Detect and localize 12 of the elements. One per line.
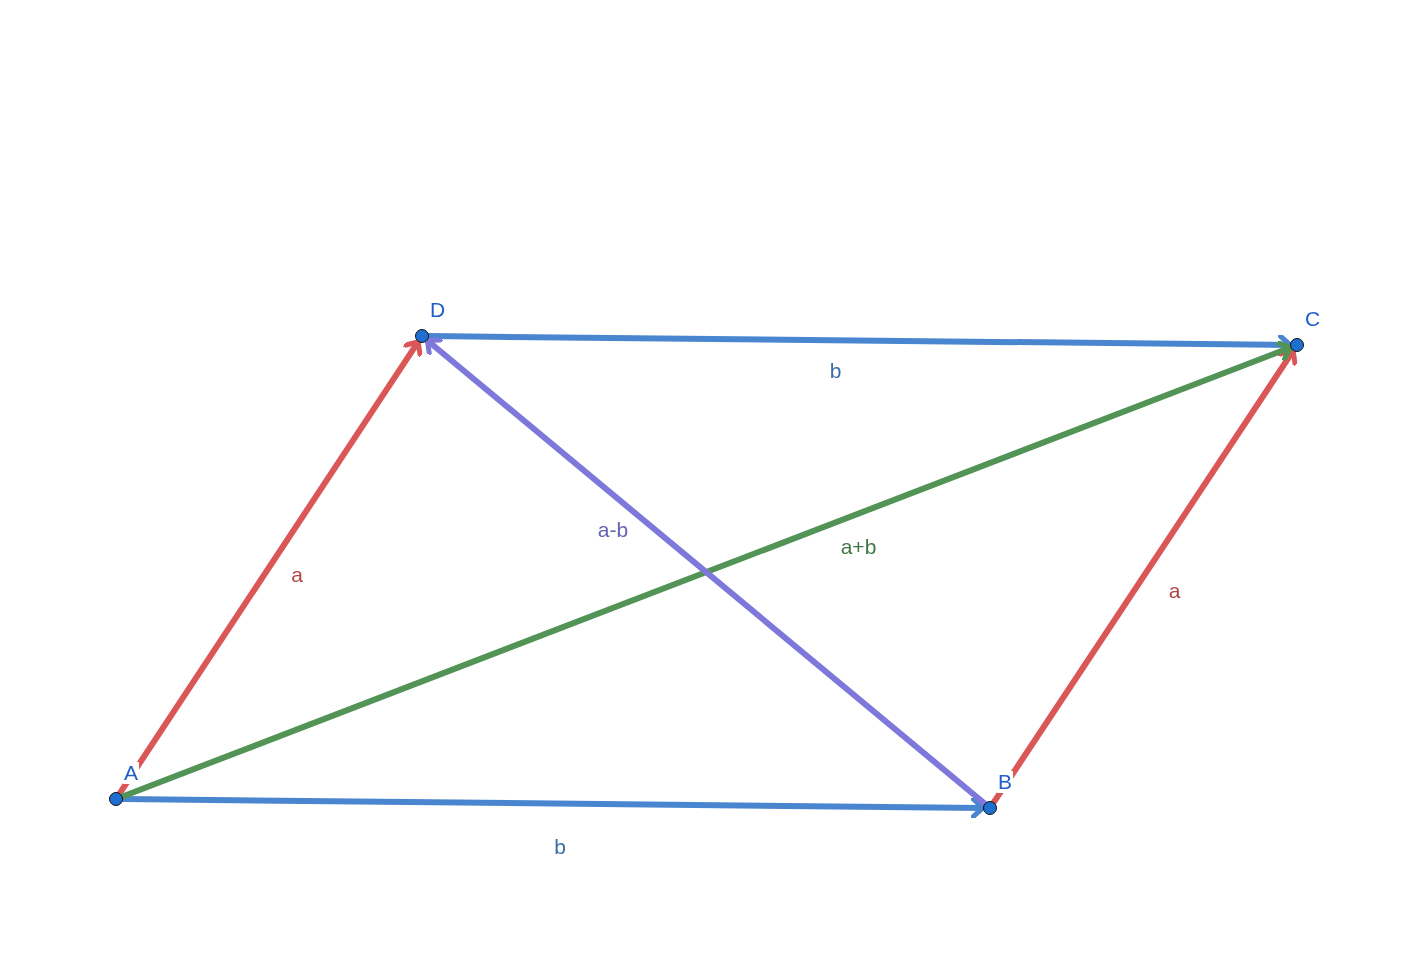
edge-label: a [290,563,304,586]
edge-label: a [1167,579,1182,602]
edge-label: b [553,835,567,858]
edge-label: a-b [596,519,630,541]
point-label: B [997,771,1013,793]
vector-arrow [424,337,988,807]
vector-arrow [119,340,1294,800]
vector-arrow [120,796,986,820]
edge-label: b [828,359,843,382]
vector-arrow [116,338,423,797]
edge-label: a+b [839,536,878,558]
point-label: A [123,762,139,784]
